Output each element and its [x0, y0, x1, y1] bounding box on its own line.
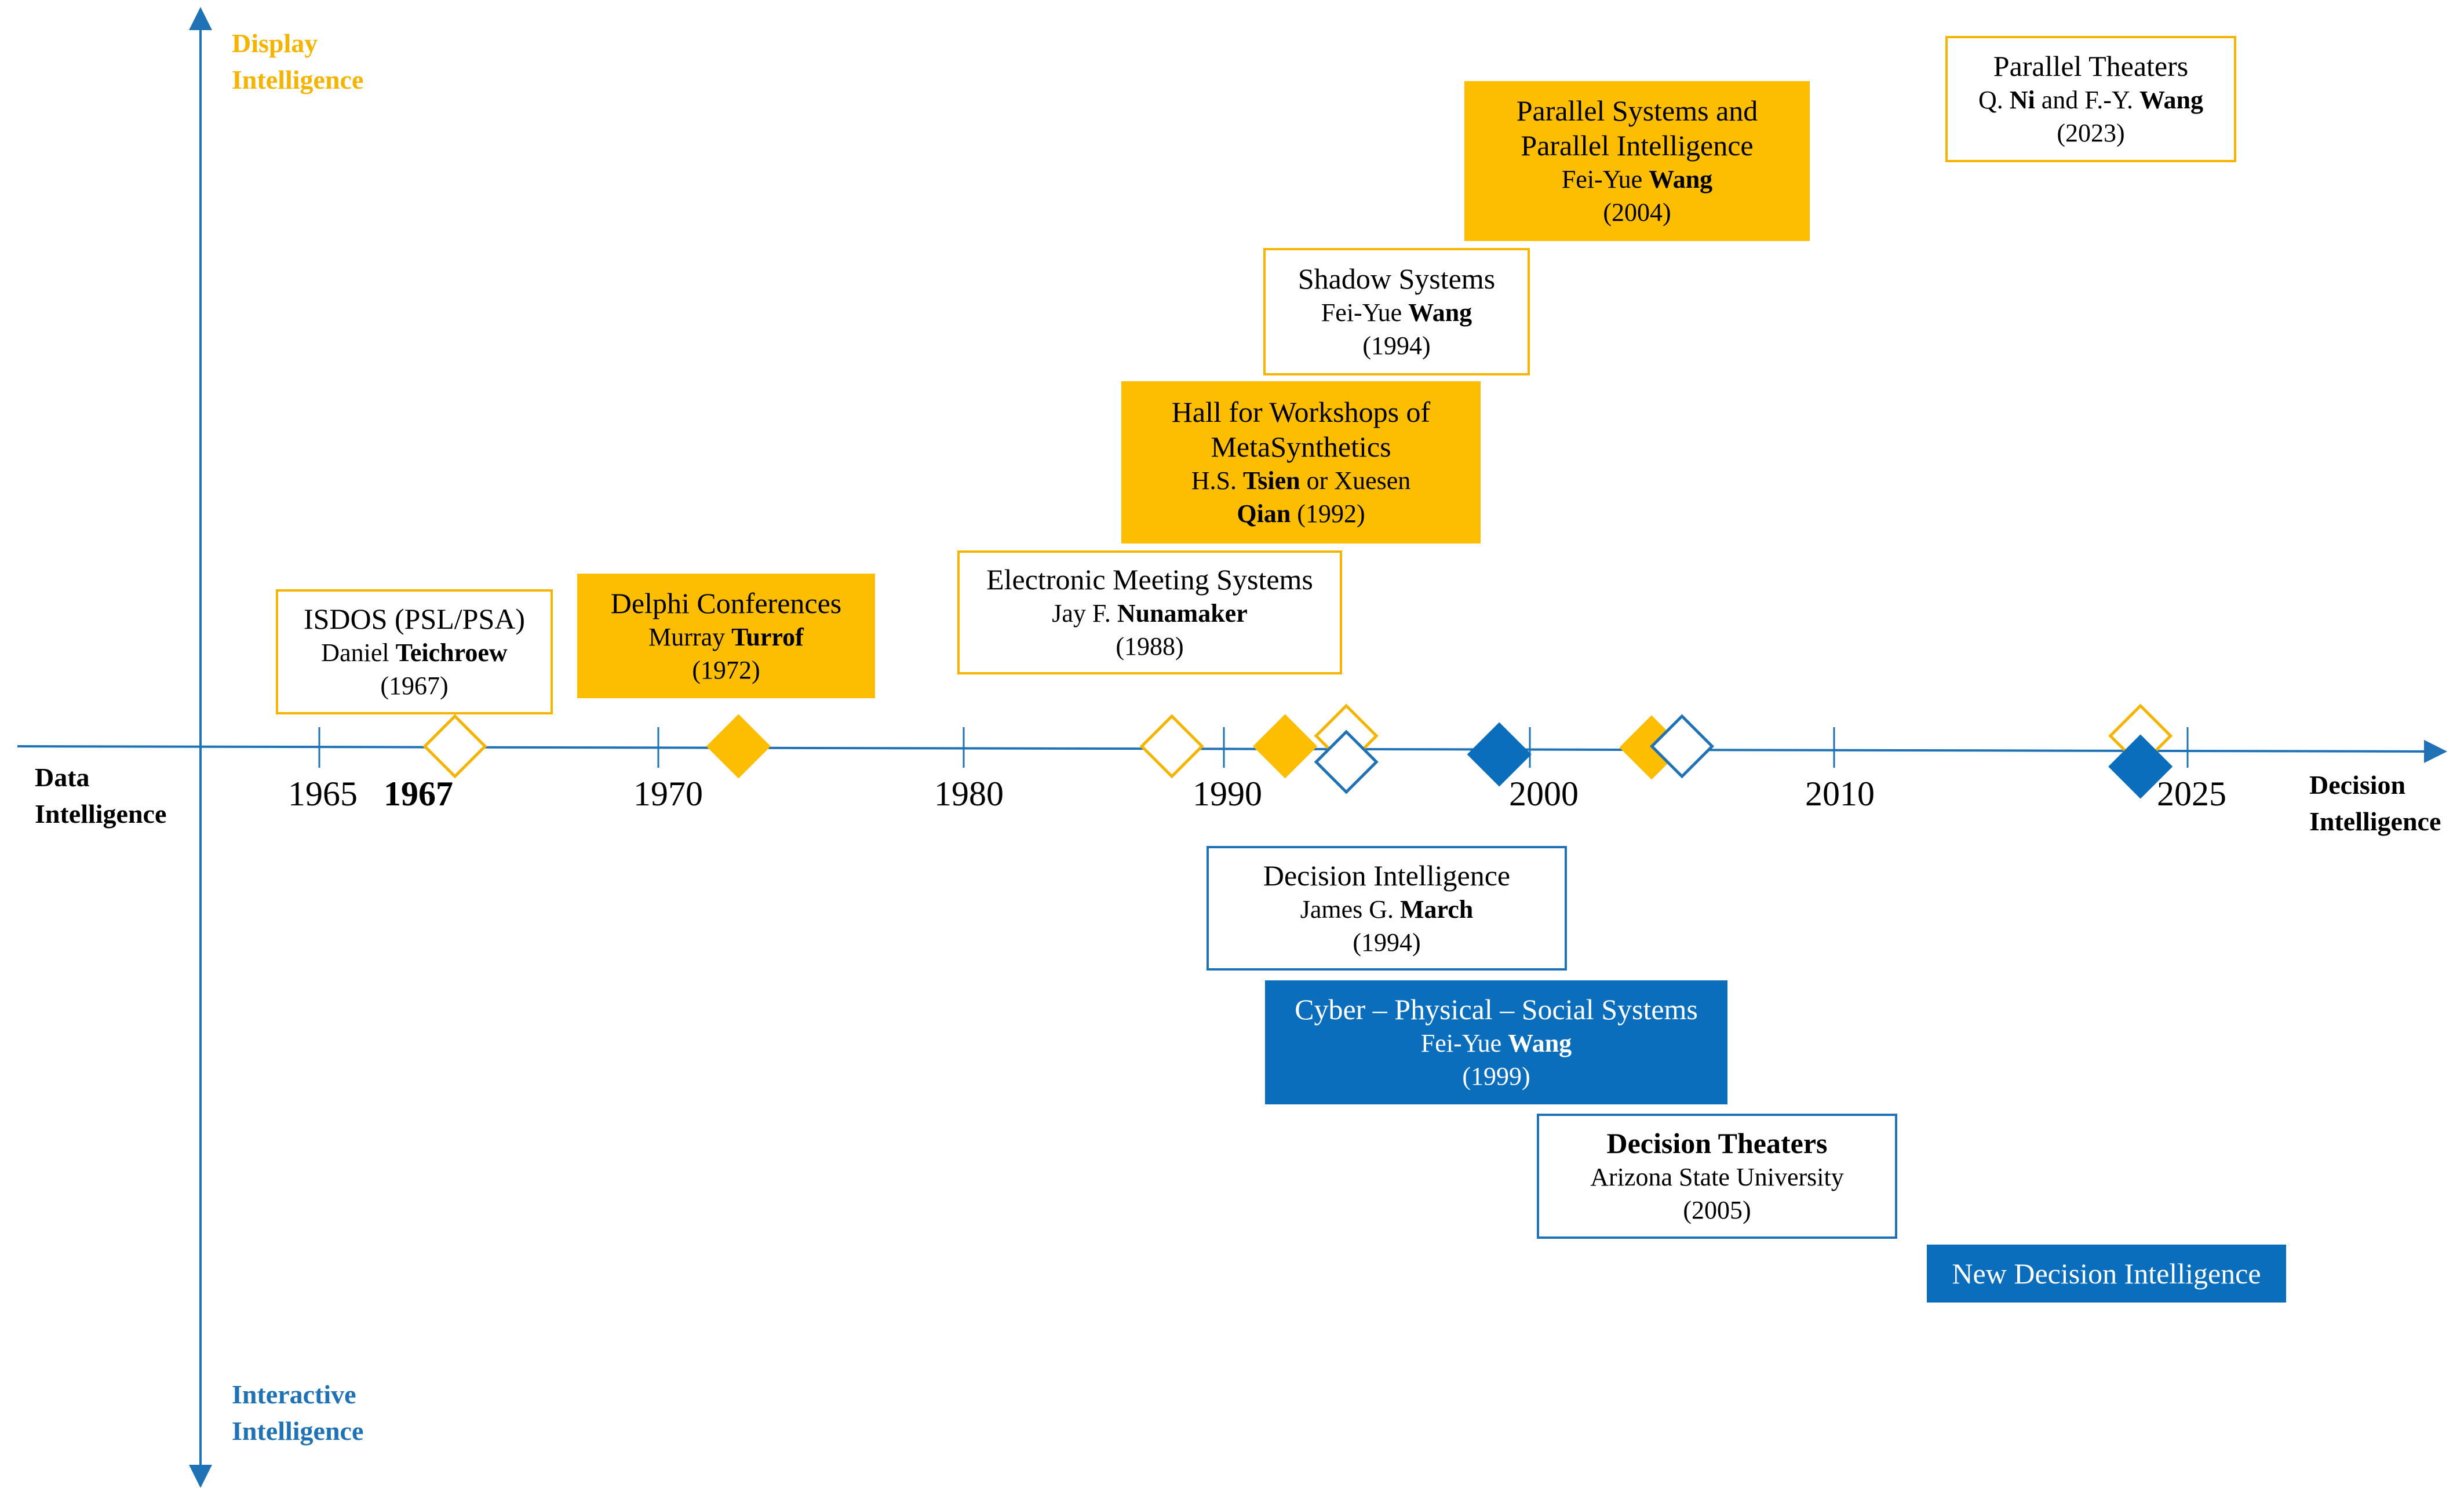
event-author: Fei-Yue Wang — [1321, 298, 1472, 327]
event-title: ISDOS (PSL/PSA) — [303, 603, 526, 635]
event-year: (1988) — [1116, 632, 1184, 661]
event-title-line2: MetaSynthetics — [1211, 431, 1391, 463]
event-year: (1999) — [1462, 1062, 1530, 1090]
event-year: (1972) — [692, 655, 760, 684]
event-marker-diamond — [1649, 714, 1715, 779]
display-label-line2: Intelligence — [232, 65, 364, 94]
event-author: James G. March — [1300, 895, 1474, 924]
event-author-year: Qian (1992) — [1237, 499, 1365, 528]
event-year: (2004) — [1603, 198, 1671, 227]
event-marker-diamond — [1253, 714, 1318, 779]
event-title-line2: Parallel Intelligence — [1521, 129, 1754, 162]
year-label-1970: 1970 — [633, 775, 703, 813]
event-marker-diamond — [422, 714, 487, 779]
event-year: (1967) — [380, 672, 449, 700]
event-author: H.S. Tsien or Xuesen — [1191, 466, 1411, 495]
year-label-1990: 1990 — [1193, 775, 1262, 813]
event-box-shadow: Shadow Systems Fei-Yue Wang (1994) — [1263, 248, 1530, 375]
event-year: (2023) — [2057, 119, 2125, 147]
decision-label-line2: Intelligence — [2309, 807, 2441, 836]
event-box-ems: Electronic Meeting Systems Jay F. Nunama… — [957, 550, 1342, 674]
event-title: Decision Theaters — [1606, 1127, 1828, 1159]
event-box-parallel: Parallel Systems and Parallel Intelligen… — [1464, 81, 1810, 241]
event-box-cpss: Cyber – Physical – Social Systems Fei-Yu… — [1265, 980, 1727, 1104]
interactive-label-line1: Interactive — [232, 1380, 356, 1409]
event-author: Fei-Yue Wang — [1420, 1029, 1572, 1057]
year-label-1980: 1980 — [934, 775, 1004, 813]
event-title: Parallel Theaters — [1993, 50, 2189, 82]
event-year: (2005) — [1683, 1196, 1751, 1224]
event-title: Shadow Systems — [1297, 262, 1496, 295]
event-author: Daniel Teichroew — [321, 639, 508, 667]
event-box-new-decision-intelligence: New Decision Intelligence — [1927, 1245, 2286, 1303]
year-label-2000: 2000 — [1509, 775, 1579, 813]
event-marker-diamond — [2108, 734, 2173, 799]
event-box-decision-intelligence: Decision Intelligence James G. March (19… — [1207, 846, 1567, 971]
event-marker-diamond — [1314, 729, 1379, 794]
event-year: (1994) — [1362, 331, 1431, 360]
horizontal-axis — [17, 739, 2447, 763]
event-box-delphi: Delphi Conferences Murray Turrof (1972) — [577, 574, 875, 698]
data-label-line2: Intelligence — [35, 799, 167, 829]
data-label-line1: Data — [35, 763, 90, 792]
year-label-2025: 2025 — [2157, 775, 2226, 813]
event-box-decision-theaters: Decision Theaters Arizona State Universi… — [1537, 1114, 1897, 1239]
event-author: Arizona State University — [1590, 1163, 1844, 1191]
display-label-line1: Display — [232, 28, 318, 58]
event-author: Fei-Yue Wang — [1561, 165, 1713, 194]
event-title: Decision Intelligence — [1263, 859, 1511, 892]
display-intelligence-label: Display Intelligence — [232, 25, 363, 98]
event-marker-diamond — [1139, 714, 1204, 779]
event-title: Cyber – Physical – Social Systems — [1295, 993, 1698, 1026]
year-label-1965: 1965 — [288, 775, 358, 813]
data-intelligence-label: Data Intelligence — [35, 759, 166, 832]
event-author: Murray Turrof — [648, 622, 804, 651]
event-title: Electronic Meeting Systems — [986, 563, 1313, 596]
event-title: Delphi Conferences — [610, 586, 842, 619]
year-label-1967: 1967 — [384, 775, 453, 813]
event-box-theaters: Parallel Theaters Q. Ni and F.-Y. Wang (… — [1945, 36, 2236, 162]
event-title-line1: Hall for Workshops of — [1171, 396, 1431, 428]
event-author: Q. Ni and F.-Y. Wang — [1978, 86, 2204, 114]
event-title: New Decision Intelligence — [1952, 1257, 2261, 1290]
event-year: (1994) — [1353, 928, 1421, 957]
event-title-line1: Parallel Systems and — [1516, 94, 1758, 127]
decision-label-line1: Decision — [2309, 770, 2406, 800]
event-box-isdos: ISDOS (PSL/PSA) Daniel Teichroew (1967) — [276, 589, 553, 714]
year-label-2010: 2010 — [1805, 775, 1875, 813]
event-marker-diamond — [1467, 722, 1532, 787]
event-marker-diamond — [706, 714, 771, 779]
event-author: Jay F. Nunamaker — [1052, 599, 1248, 628]
event-box-hall: Hall for Workshops of MetaSynthetics H.S… — [1121, 381, 1481, 543]
decision-intelligence-label: Decision Intelligence — [2309, 767, 2441, 840]
interactive-label-line2: Intelligence — [232, 1416, 364, 1446]
interactive-intelligence-label: Interactive Intelligence — [232, 1376, 363, 1449]
